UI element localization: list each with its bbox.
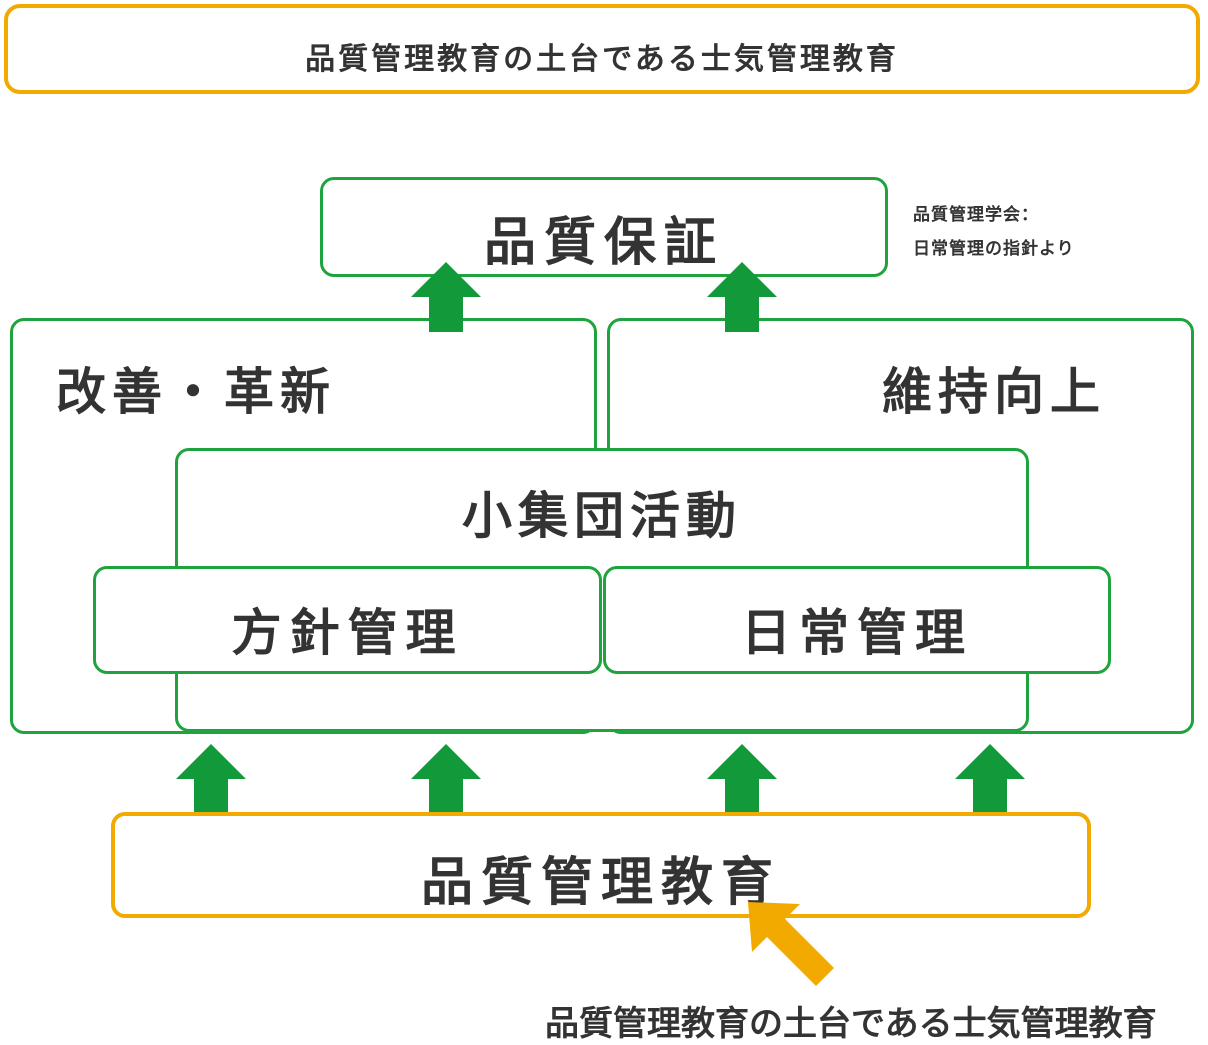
daily-management-label: 日常管理 xyxy=(741,604,973,662)
quality-assurance-box: 品質保証 xyxy=(320,177,888,277)
quality-education-label: 品質管理教育 xyxy=(420,853,781,913)
up-arrow-icon xyxy=(707,744,777,812)
policy-management-label: 方針管理 xyxy=(231,604,464,662)
up-arrow-icon xyxy=(955,744,1025,812)
up-arrow-icon xyxy=(176,744,246,812)
source-note-line-1: 品質管理学会： xyxy=(913,205,1039,225)
up-arrow-icon xyxy=(411,744,481,812)
quality-education-box: 品質管理教育 xyxy=(111,812,1091,918)
quality-assurance-label: 品質保証 xyxy=(483,213,724,273)
top-banner: 品質管理教育の土台である士気管理教育 xyxy=(4,4,1200,94)
policy-management-box: 方針管理 xyxy=(93,566,602,674)
improvement-innovation-label: 改善・革新 xyxy=(56,363,336,421)
small-group-activity-label: 小集団活動 xyxy=(462,487,742,545)
maintenance-label: 維持向上 xyxy=(882,363,1106,421)
bottom-caption: 品質管理教育の土台である士気管理教育 xyxy=(545,1004,1157,1044)
source-note-line-2: 日常管理の指針より xyxy=(913,239,1075,259)
top-banner-text: 品質管理教育の土台である士気管理教育 xyxy=(305,42,899,77)
daily-management-box: 日常管理 xyxy=(603,566,1111,674)
